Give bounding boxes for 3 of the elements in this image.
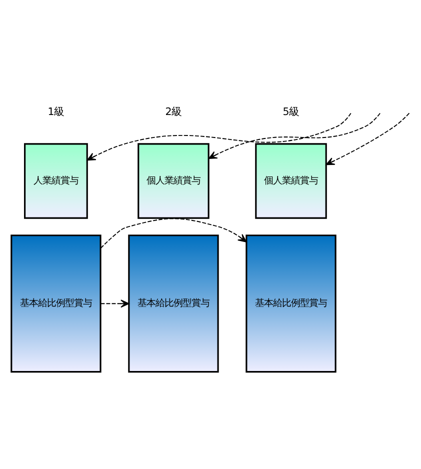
label: 2級 bbox=[165, 106, 182, 118]
label: 1級 bbox=[48, 106, 64, 118]
label: 5級 bbox=[282, 106, 300, 118]
